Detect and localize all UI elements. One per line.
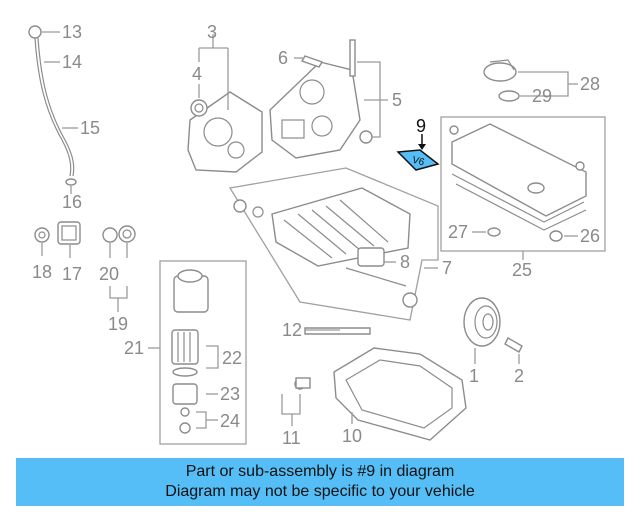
highlighted-part-9: V6 — [396, 134, 440, 171]
callout-18: 18 — [32, 262, 52, 282]
callout-26: 26 — [580, 226, 600, 246]
callout-numbers: 13 14 15 16 18 17 20 19 21 22 23 24 3 4 … — [32, 22, 600, 448]
parts-diagram: V6 — [28, 22, 606, 448]
oil-filler-cap — [483, 59, 578, 102]
oil-filter-box — [148, 260, 247, 445]
callout-11: 11 — [282, 428, 301, 448]
callout-6: 6 — [278, 48, 288, 68]
banner-line-1: Part or sub-assembly is #9 in diagram — [185, 463, 455, 480]
callout-16: 16 — [62, 192, 82, 212]
callout-20: 20 — [99, 264, 119, 284]
callout-8: 8 — [400, 252, 410, 272]
callout-24: 24 — [220, 411, 240, 431]
callout-28: 28 — [580, 74, 600, 94]
callout-3: 3 — [207, 22, 217, 42]
callout-21: 21 — [124, 338, 144, 358]
callout-10: 10 — [342, 426, 362, 446]
callout-13: 13 — [62, 22, 82, 42]
callout-12: 12 — [282, 320, 302, 340]
callout-7: 7 — [442, 258, 452, 278]
crank-pulley — [463, 297, 523, 364]
callout-17: 17 — [62, 264, 82, 284]
callout-23: 23 — [220, 384, 240, 404]
callout-15: 15 — [80, 118, 100, 138]
callout-1: 1 — [469, 366, 479, 386]
oil-pan — [281, 327, 467, 441]
dipstick-assembly — [28, 25, 78, 194]
callout-4: 4 — [192, 64, 202, 84]
cylinder-head-cover — [269, 39, 388, 159]
callout-25: 25 — [512, 260, 532, 280]
valve-cover-box — [440, 116, 606, 260]
banner-line-2: Diagram may not be specific to your vehi… — [165, 483, 475, 500]
intake-manifold-box — [228, 167, 439, 321]
small-seals-left — [34, 221, 136, 312]
callout-9: 9 — [416, 116, 426, 136]
timing-cover-left — [187, 34, 263, 173]
callout-22: 22 — [222, 348, 242, 368]
info-banner: Part or sub-assembly is #9 in diagram Di… — [16, 458, 624, 506]
callout-29: 29 — [532, 86, 552, 106]
callout-2: 2 — [514, 366, 524, 386]
callout-27: 27 — [448, 222, 468, 242]
callout-19: 19 — [108, 314, 128, 334]
callout-5: 5 — [392, 90, 402, 110]
callout-14: 14 — [62, 52, 82, 72]
part-9-label: V6 — [411, 155, 426, 169]
